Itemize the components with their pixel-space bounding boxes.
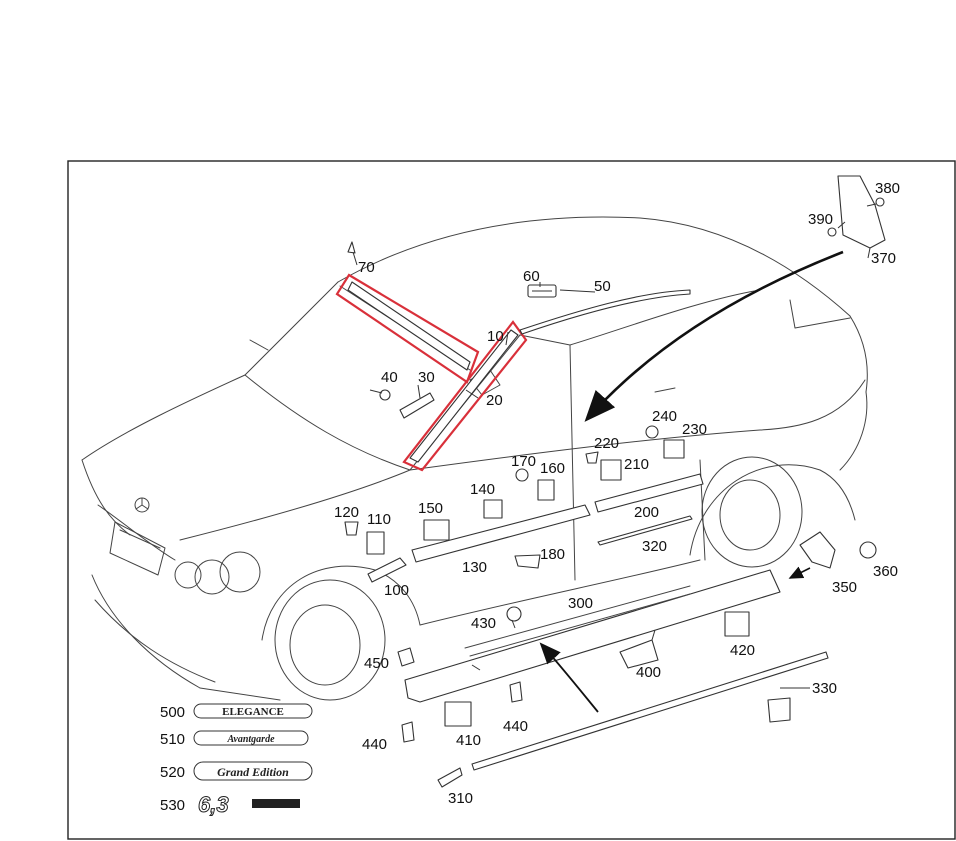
badge-530-logo: 6,3 <box>198 792 300 818</box>
callout-320: 320 <box>642 538 667 555</box>
arrow-bracket <box>788 566 811 579</box>
part-400 <box>619 639 659 669</box>
callout-300: 300 <box>568 595 593 612</box>
callout-180: 180 <box>540 546 565 563</box>
callout-230: 230 <box>682 421 707 438</box>
part-370 <box>837 175 886 249</box>
part-140 <box>483 499 503 519</box>
callout-70: 70 <box>358 259 375 276</box>
arrow-roof <box>584 250 844 422</box>
part-420 <box>724 611 750 637</box>
callout-210: 210 <box>624 456 649 473</box>
callout-60: 60 <box>523 268 540 285</box>
part-170 <box>515 468 529 482</box>
callout-50: 50 <box>594 278 611 295</box>
callout-450: 450 <box>364 655 389 672</box>
part-240 <box>645 425 659 439</box>
callout-410: 410 <box>456 732 481 749</box>
part-300 <box>404 569 781 703</box>
callout-350: 350 <box>832 579 857 596</box>
callout-370: 370 <box>871 250 896 267</box>
part-210 <box>600 459 622 481</box>
callout-440-right: 440 <box>503 718 528 735</box>
callout-390: 390 <box>808 211 833 228</box>
svg-text:6,3: 6,3 <box>198 792 229 817</box>
part-360 <box>859 541 877 559</box>
callout-330: 330 <box>812 680 837 697</box>
callout-170: 170 <box>511 453 536 470</box>
callout-140: 140 <box>470 481 495 498</box>
callout-40: 40 <box>381 369 398 386</box>
part-200 <box>594 473 704 513</box>
part-100 <box>367 557 407 583</box>
badge-520-number: 520 <box>160 764 185 781</box>
badge-500-plate <box>193 703 313 719</box>
part-180 <box>514 554 541 569</box>
part-110 <box>366 531 385 555</box>
callout-30: 30 <box>418 369 435 386</box>
callout-labels: 10 20 30 40 50 60 70 100 110 120 130 140… <box>334 180 900 807</box>
callout-240: 240 <box>652 408 677 425</box>
callout-200: 200 <box>634 504 659 521</box>
part-120 <box>344 521 359 536</box>
callout-100: 100 <box>384 582 409 599</box>
part-350 <box>799 531 836 569</box>
arrow-sill <box>539 642 599 713</box>
callout-150: 150 <box>418 500 443 517</box>
badge-500-text: ELEGANCE <box>222 706 284 718</box>
badge-520-text: Grand Edition <box>217 765 289 779</box>
badge-510-number: 510 <box>160 731 185 748</box>
part-410 <box>444 701 472 727</box>
badge-510-text: Avantgarde <box>226 734 275 745</box>
badge-510-plate <box>193 730 309 746</box>
badge-520-plate <box>193 761 313 781</box>
callout-120: 120 <box>334 504 359 521</box>
part-160 <box>537 479 555 501</box>
badge-530-number: 530 <box>160 797 185 814</box>
callout-220: 220 <box>594 435 619 452</box>
part-320 <box>597 515 693 546</box>
part-430 <box>506 606 522 622</box>
part-390 <box>827 227 837 237</box>
part-450 <box>397 647 415 667</box>
callout-440-left: 440 <box>362 736 387 753</box>
callout-110: 110 <box>367 511 391 528</box>
parts <box>344 175 886 788</box>
leaders <box>369 203 877 689</box>
part-50 <box>519 289 691 335</box>
arrows <box>539 250 844 713</box>
part-440-left <box>401 721 415 743</box>
part-220 <box>585 451 599 464</box>
part-30 <box>399 392 435 419</box>
part-440-right <box>509 681 523 703</box>
diagram-frame <box>67 160 956 840</box>
badge-500-number: 500 <box>160 704 185 721</box>
badge-legend: 500 ELEGANCE 510 Avantgarde 520 Grand Ed… <box>160 703 313 818</box>
callout-420: 420 <box>730 642 755 659</box>
part-150 <box>423 519 450 541</box>
callout-380: 380 <box>875 180 900 197</box>
part-70 <box>347 241 356 254</box>
callout-400: 400 <box>636 664 661 681</box>
part-130 <box>411 504 591 563</box>
callout-20: 20 <box>486 392 503 409</box>
car-outline <box>81 216 868 701</box>
callout-160: 160 <box>540 460 565 477</box>
part-40 <box>379 389 391 401</box>
part-230 <box>663 439 685 459</box>
callout-360: 360 <box>873 563 898 580</box>
callout-310: 310 <box>448 790 473 807</box>
callout-130: 130 <box>462 559 487 576</box>
part-310 <box>437 767 463 788</box>
part-380 <box>875 197 885 207</box>
part-330 <box>471 651 829 771</box>
callout-430: 430 <box>471 615 496 632</box>
callout-10: 10 <box>487 328 504 345</box>
